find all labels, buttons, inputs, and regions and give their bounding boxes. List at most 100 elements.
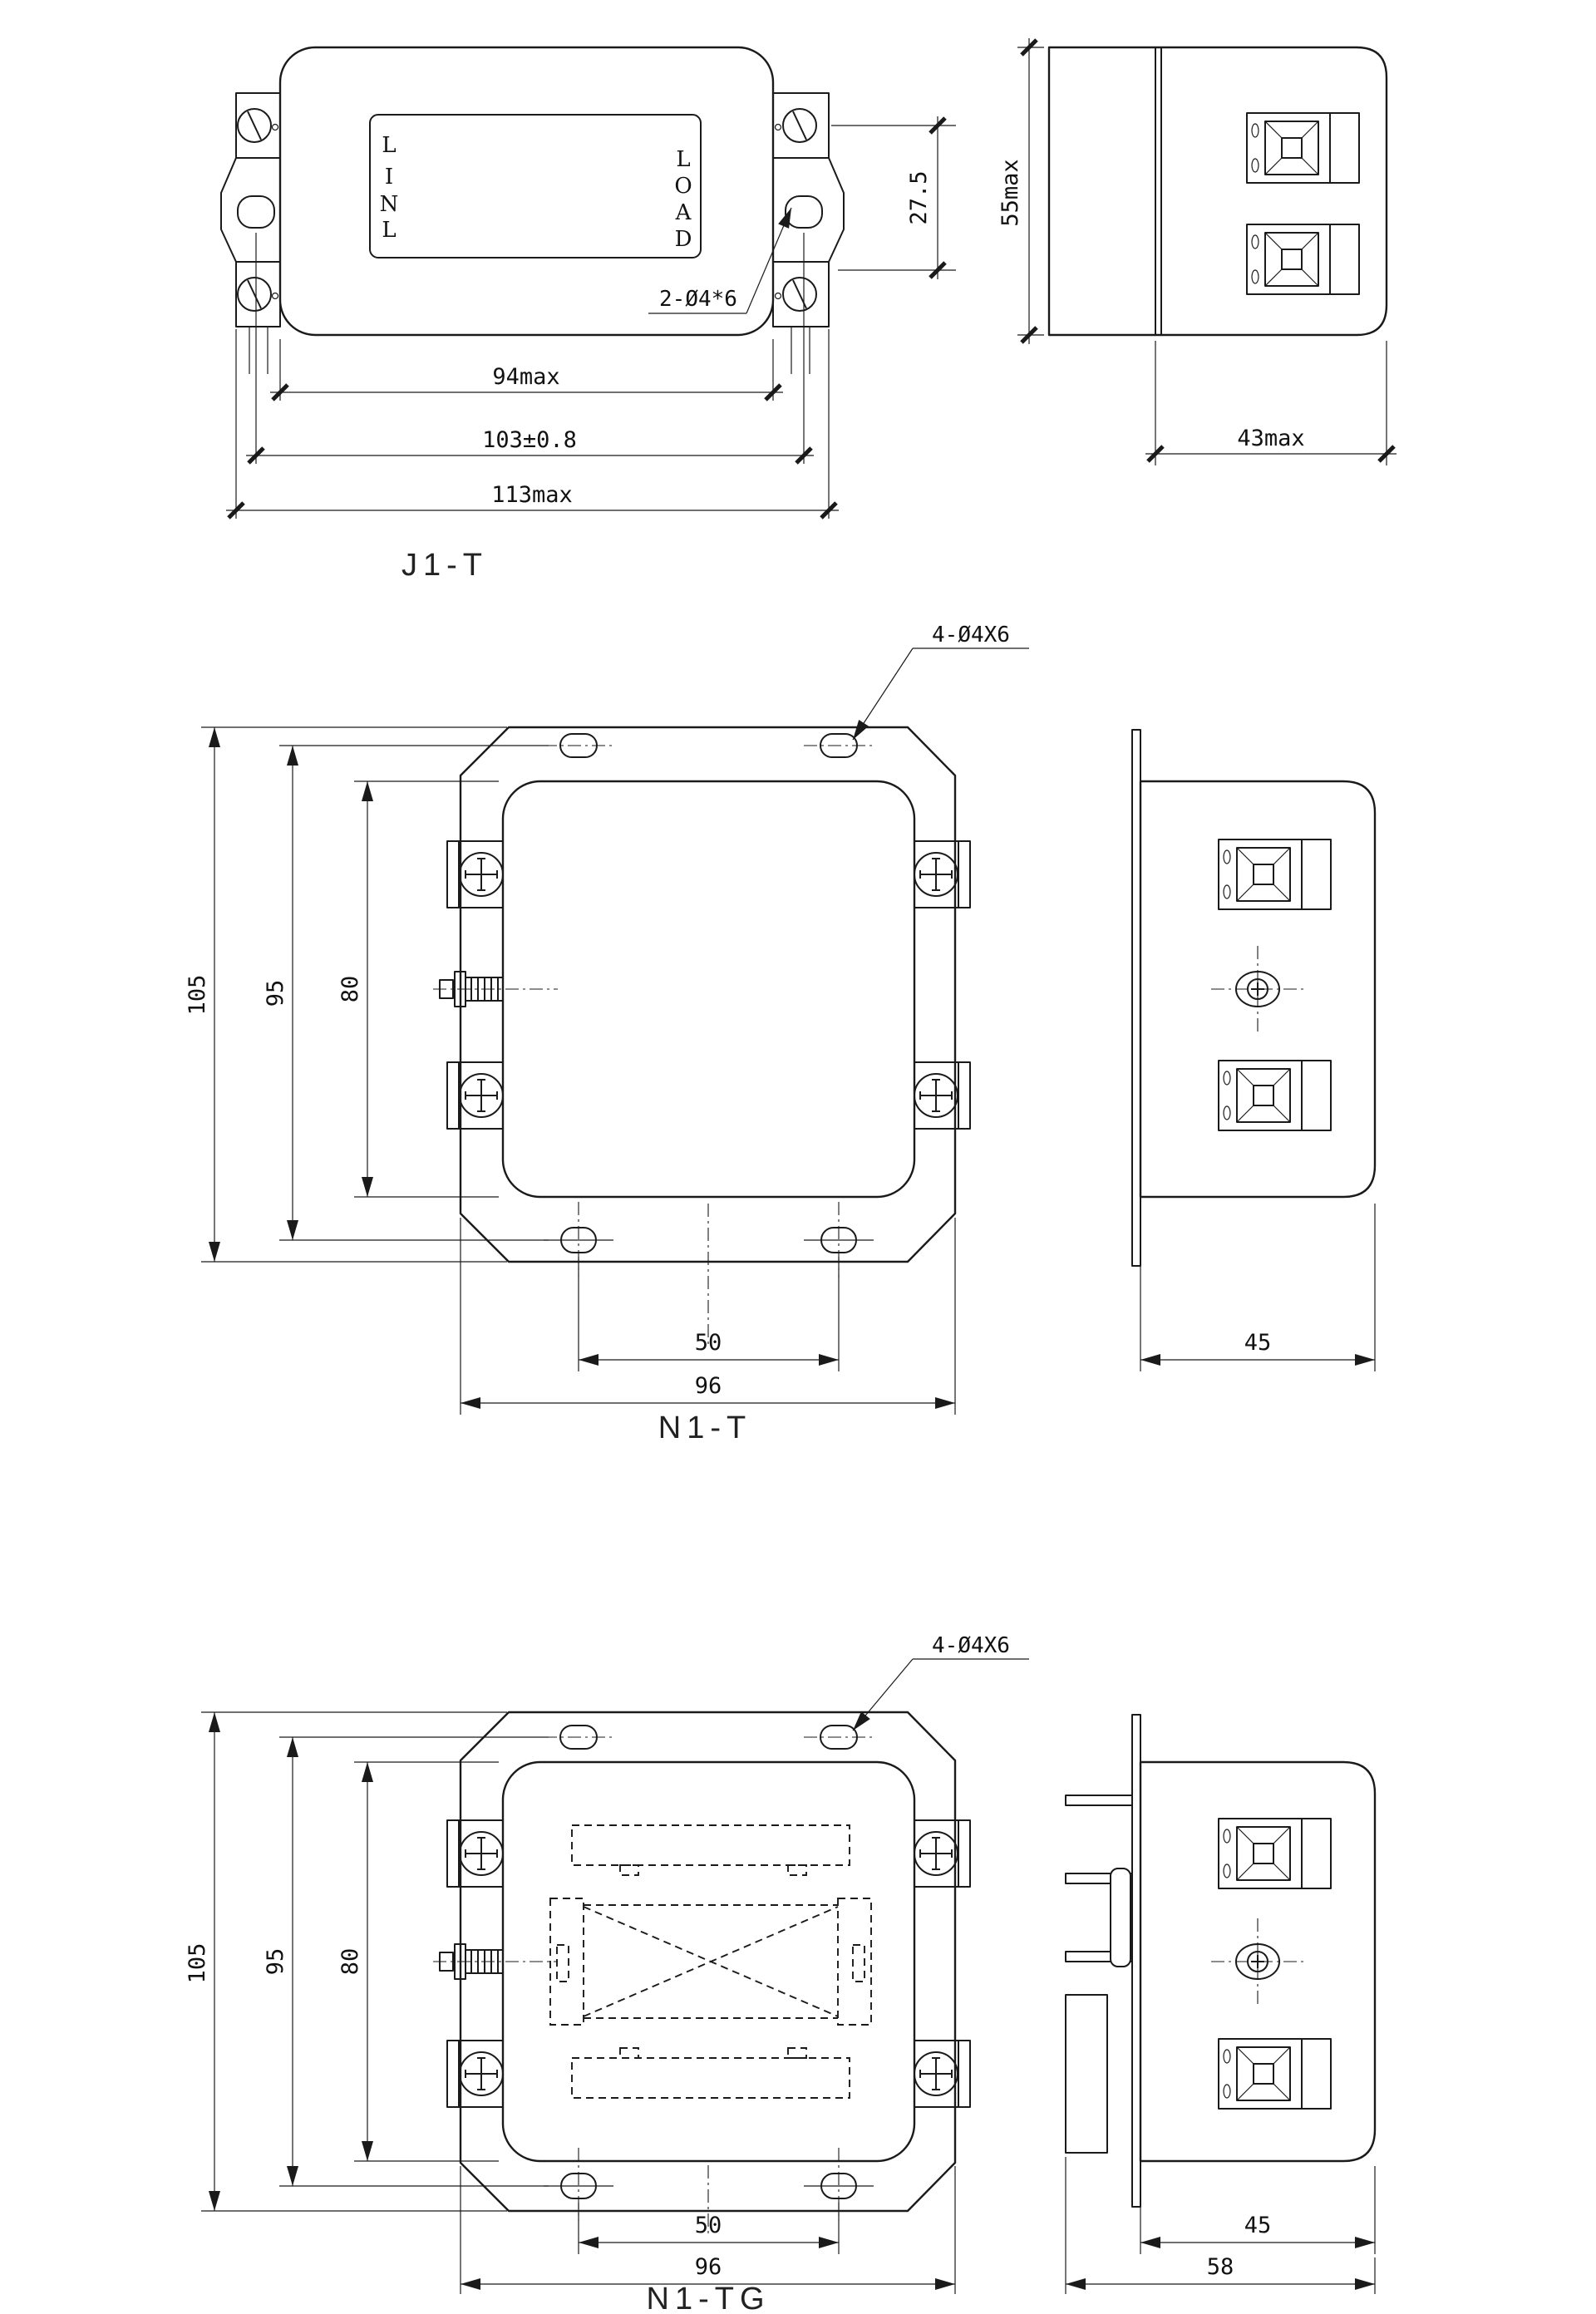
hole-note-text: 4-Ø4X6 [932, 623, 1010, 647]
phillips-screw-icon [459, 1073, 504, 1118]
side-body [1139, 1760, 1377, 2163]
side-body [1047, 46, 1388, 337]
n1t-top-view: 4-Ø4X6 105 95 [185, 623, 1029, 1415]
dim-text: 95 [263, 1948, 288, 1976]
dim-body-height: 80 [337, 780, 499, 1198]
filter-body [278, 46, 775, 337]
label-plate [369, 114, 702, 258]
ground-screw-icon [1210, 945, 1305, 1033]
leader-arrow-icon [848, 1711, 870, 1735]
ground-stud-icon [432, 1943, 559, 1980]
mounting-flange [459, 726, 957, 1263]
screw-terminals [446, 1819, 971, 2108]
dim-height: 55max [998, 38, 1044, 344]
screw-terminals [446, 840, 971, 1130]
hole-note-text: 4-Ø4X6 [932, 1633, 1010, 1658]
bracket-edge [828, 157, 845, 263]
flange-holes [544, 733, 874, 1347]
dim-overall-width: 96 [460, 1218, 956, 1415]
dim-overall-height: 105 [185, 1711, 507, 2212]
terminal-plate [235, 92, 281, 159]
mounting-flange [459, 1711, 957, 2213]
dim-text: 80 [337, 976, 363, 1003]
n1t-side-view: 45 [1131, 729, 1377, 1371]
dim-text: 50 [695, 1330, 722, 1356]
mounting-hole [785, 195, 823, 229]
letter: O [674, 174, 692, 199]
dim-text: 45 [1244, 2213, 1272, 2238]
dim-overall-height: 105 [185, 726, 507, 1263]
dim-text: 113max [491, 482, 573, 508]
dim-text: 27.5 [906, 170, 932, 224]
line-terminal-letters: L I N L [380, 133, 399, 243]
leader-arrow-icon [848, 720, 869, 743]
phillips-screw-icon [914, 1073, 958, 1118]
dim-depth: 45 [1140, 1204, 1376, 1371]
phillips-screw-icon [459, 2051, 504, 2096]
dim-text: 96 [695, 1373, 722, 1399]
internal-choke-hidden-lines [549, 1824, 872, 2099]
dim-text: 105 [185, 1943, 210, 1984]
right-mounting-bracket [772, 92, 845, 374]
dim-depth: 45 [1140, 2166, 1376, 2254]
view-label-j1t: J1-T [401, 548, 488, 583]
terminal-block-icon [1246, 112, 1360, 184]
dim-text: 96 [695, 2254, 722, 2280]
dim-text: 94max [492, 364, 559, 390]
dim-hole-pitch-vertical: 95 [263, 745, 549, 1241]
flange-edge [1131, 1714, 1141, 2208]
bracket-edge [220, 157, 237, 263]
pilot-hole [774, 123, 782, 131]
dim-body-width: 94max [270, 339, 783, 401]
dim-text: 50 [695, 2213, 722, 2238]
slotted-screw-icon [782, 108, 817, 143]
dim-overall-depth: 58 [1065, 2157, 1376, 2294]
letter: D [675, 227, 692, 252]
n1t-section: 4-Ø4X6 105 95 [185, 623, 1377, 1445]
hole-callout: 2-Ø4*6 [648, 205, 797, 314]
ground-stud-icon [432, 971, 559, 1007]
load-terminal-letters: L O A D [674, 147, 692, 252]
terminal-block-icon [1218, 1818, 1332, 1889]
letter: L [676, 147, 690, 172]
dim-text: 55max [998, 159, 1023, 226]
j1t-side-view: 55max 43max [998, 38, 1396, 465]
dim-text: 45 [1244, 1330, 1272, 1356]
clip-prong [1065, 1795, 1133, 1806]
flange-edge [1131, 729, 1141, 1267]
dim-overall-width: 113max [226, 329, 839, 519]
slotted-screw-icon [782, 277, 817, 312]
dim-hole-pitch-horizontal: 50 [578, 2203, 840, 2254]
phillips-screw-icon [914, 1831, 958, 1876]
side-body [1139, 780, 1377, 1199]
phillips-screw-icon [459, 852, 504, 897]
slotted-screw-icon [237, 277, 272, 312]
dim-overall-width: 96 [460, 2166, 956, 2294]
pilot-hole [774, 292, 782, 300]
clip-base [1065, 1994, 1108, 2154]
leader-arrow-icon [778, 205, 797, 229]
letter: L [382, 218, 396, 243]
dim-text: 43max [1237, 426, 1304, 451]
hole-callout: 4-Ø4X6 [848, 1633, 1029, 1735]
filter-body [501, 780, 916, 1199]
phillips-screw-icon [914, 2051, 958, 2096]
clip-spring [1110, 1868, 1131, 1967]
n1tg-side-view: 45 58 [1065, 1714, 1377, 2294]
letter: I [385, 165, 393, 190]
letter: N [380, 192, 399, 217]
n1tg-section: 4-Ø4X6 105 95 [185, 1633, 1377, 2314]
dim-text: 95 [263, 980, 288, 1007]
terminal-block-icon [1218, 839, 1332, 910]
clip-prong [1065, 1951, 1133, 1962]
phillips-screw-icon [459, 1831, 504, 1876]
pilot-hole [271, 292, 279, 300]
mounting-hole [237, 195, 275, 229]
dim-body-height: 80 [337, 1761, 499, 2162]
letter: A [675, 200, 692, 225]
slotted-screw-icon [237, 108, 272, 143]
dim-hole-pitch: 103±0.8 [246, 233, 814, 464]
terminal-plate [235, 261, 281, 327]
